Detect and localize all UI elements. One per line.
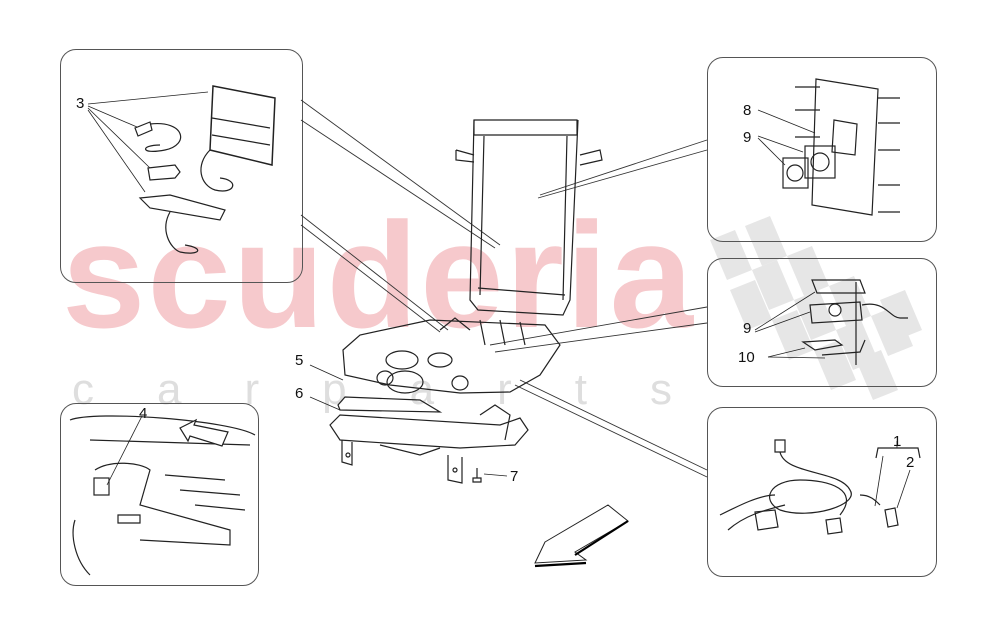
watermark-letter: r — [244, 365, 260, 414]
arrow-up-right-icon — [179, 418, 229, 447]
callout-4: 4 — [139, 405, 148, 422]
arrow-down-left-icon — [534, 504, 629, 568]
callout-9-fan-bracket: 9 — [743, 320, 752, 337]
panel-door-switch — [60, 403, 259, 586]
watermark-letter: s — [650, 365, 672, 414]
watermark-letter: t — [574, 365, 587, 414]
panel-lights-mats — [60, 49, 303, 283]
callout-5: 5 — [295, 352, 304, 369]
panel-fan-frame — [707, 57, 937, 242]
panel-3-parts — [87, 85, 276, 254]
callout-7: 7 — [510, 468, 519, 485]
panel-wiring-harness — [707, 407, 937, 577]
callout-8: 8 — [743, 102, 752, 119]
callout-1: 1 — [893, 433, 902, 450]
bolt-7 — [472, 468, 482, 483]
callout-10: 10 — [738, 349, 755, 366]
watermark-letter: c — [72, 365, 94, 414]
seat-cushion-pan — [342, 317, 561, 394]
callout-3: 3 — [76, 95, 85, 112]
callout-9-fan-frame: 9 — [743, 129, 752, 146]
callout-2: 2 — [906, 454, 915, 471]
watermark-letter: r — [497, 365, 512, 414]
panel-door-parts — [69, 415, 256, 576]
watermark-carparts: c a r p a r t s — [72, 368, 672, 412]
panel-fan-frame-parts — [757, 78, 900, 216]
panel-fan-bracket-parts — [754, 279, 908, 365]
panel-harness-parts — [719, 439, 921, 535]
callout-6: 6 — [295, 385, 304, 402]
watermark-letter: a — [157, 365, 182, 414]
panel-fan-bracket — [707, 258, 937, 387]
seat-rail-mechanism — [329, 396, 529, 484]
seat-back-frame — [455, 119, 603, 316]
connector-lines — [300, 99, 708, 478]
